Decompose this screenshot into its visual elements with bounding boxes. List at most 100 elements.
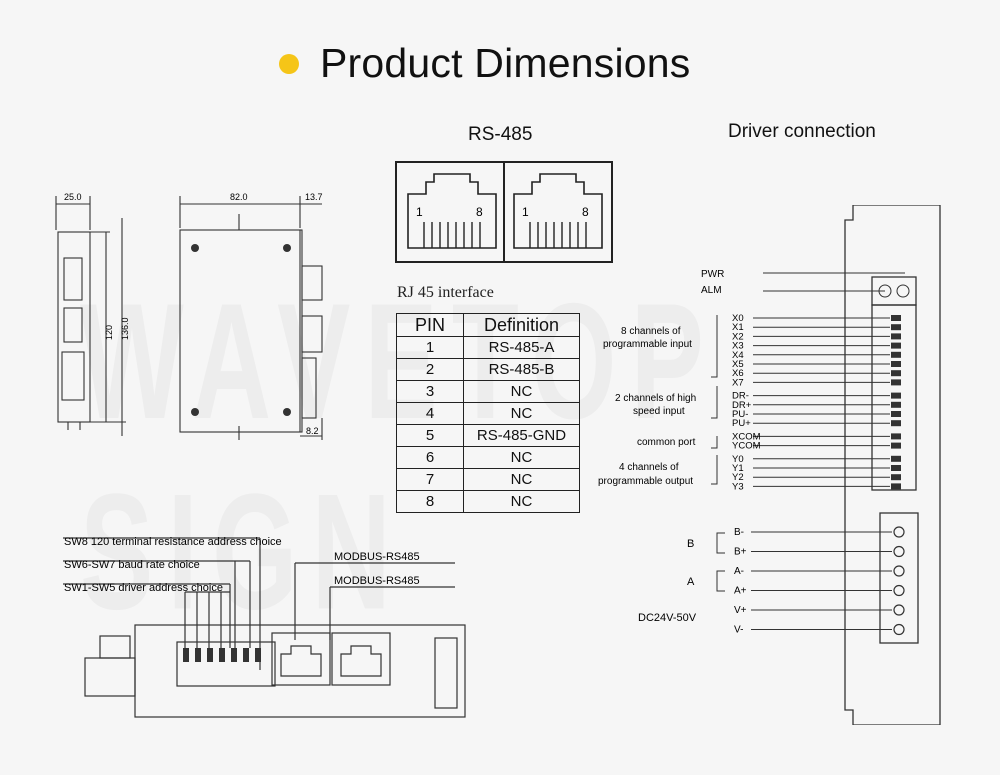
dim-front-width: 82.0 <box>230 192 248 202</box>
output-bracket <box>711 455 718 485</box>
port-right-pins <box>529 222 587 248</box>
terminal-screw-5 <box>893 623 905 636</box>
io-pin-hs_inputs-0 <box>891 392 901 399</box>
dim-bottom-offset: 8.2 <box>306 426 319 436</box>
io-label-inputs-3: X3 <box>732 341 744 352</box>
terminal-screw-2 <box>893 565 905 577</box>
dim-side-width: 25.0 <box>64 192 82 202</box>
io-pin-outputs-1 <box>891 465 901 471</box>
front-body <box>179 229 303 433</box>
io-label-inputs-5: X5 <box>732 359 744 370</box>
input-group-label-2: programmable input <box>603 339 692 350</box>
output-group-label-1: 4 channels of <box>619 462 679 473</box>
io-label-inputs-1: X1 <box>732 322 744 333</box>
pin-cell: 7 <box>396 468 464 491</box>
bullet-dot-icon <box>279 54 299 74</box>
io-pin-hs_inputs-3 <box>891 420 901 427</box>
motor-a-bracket <box>716 570 725 592</box>
front-side-block-1 <box>301 265 323 301</box>
port-left-pin-8: 8 <box>476 205 483 219</box>
title-bar: Product Dimensions <box>0 38 1000 88</box>
rs485-title: RS-485 <box>468 124 533 145</box>
io-pin-marks <box>891 315 901 490</box>
port-right-pin-8: 8 <box>582 205 589 219</box>
io-pin-outputs-3 <box>891 483 901 490</box>
page-title: Product Dimensions <box>320 40 691 86</box>
mount-holes <box>191 244 291 416</box>
io-label-inputs-6: X6 <box>732 368 744 379</box>
side-body <box>57 231 91 423</box>
terminal-label-4: V+ <box>734 605 747 616</box>
io-pin-hs_inputs-1 <box>891 401 901 408</box>
io-label-outputs-0: Y0 <box>732 454 744 465</box>
dimension-drawing: 25.0 82.0 13.7 120 136.0 8.2 <box>55 192 323 440</box>
driver-connection-title: Driver connection <box>728 121 876 142</box>
output-group-label-2: programmable output <box>598 476 693 487</box>
front-side-block-2 <box>301 315 323 353</box>
definition-cell: NC <box>463 402 580 425</box>
modbus-port-1-socket <box>280 645 322 677</box>
terminal-screw-3 <box>893 584 905 597</box>
terminal-screw-1 <box>893 545 905 558</box>
pwr-label: PWR <box>701 269 724 280</box>
pin-cell: 1 <box>396 336 464 359</box>
pin-cell: 8 <box>396 490 464 513</box>
port-right-pin-1: 1 <box>522 205 529 219</box>
rs485-ports-drawing: 1 8 1 8 <box>395 161 613 263</box>
io-label-hs_inputs-3: PU+ <box>732 418 751 429</box>
power-terminal-screws <box>893 526 905 636</box>
io-pin-inputs-2 <box>891 333 901 340</box>
io-label-hs_inputs-1: DR+ <box>732 400 752 411</box>
motor-b-bracket <box>716 532 725 554</box>
hs-bracket <box>711 386 718 419</box>
sw8-label: SW8 120 terminal resistance address choi… <box>64 536 282 548</box>
definition-cell: RS-485-A <box>463 336 580 359</box>
io-label-common-1: YCOM <box>732 441 761 452</box>
io-label-hs_inputs-2: PU- <box>732 409 748 420</box>
io-label-outputs-1: Y1 <box>732 463 744 474</box>
rj45-interface-title: RJ 45 interface <box>397 284 494 301</box>
io-label-inputs-2: X2 <box>732 331 744 342</box>
terminal-screw-4 <box>893 604 905 616</box>
terminal-label-5: V- <box>734 625 743 636</box>
front-side-block-3 <box>301 357 317 419</box>
definition-header: Definition <box>463 313 580 337</box>
port-left-outline <box>407 173 497 249</box>
pin-cell: 2 <box>396 358 464 381</box>
io-label-inputs-4: X4 <box>732 350 744 361</box>
pin-cell: 5 <box>396 424 464 447</box>
mount-hole-br <box>283 408 291 416</box>
input-bracket <box>711 315 718 378</box>
modbus-port-1 <box>271 632 331 686</box>
io-wire-lines <box>751 272 905 630</box>
io-pin-labels: X0X1X2X3X4X5X6X7DR-DR+PU-PU+XCOMYCOMY0Y1… <box>732 313 761 636</box>
mount-hole-bl <box>191 408 199 416</box>
io-pin-inputs-7 <box>891 379 901 386</box>
io-label-common-0: XCOM <box>732 431 761 442</box>
motor-a-label: A <box>687 576 695 588</box>
dim-height-inner: 120 <box>104 325 114 340</box>
terminal-screw-0 <box>893 526 905 538</box>
definition-cell: NC <box>463 446 580 469</box>
driver-body-outline <box>844 205 941 725</box>
io-pin-outputs-0 <box>891 455 901 462</box>
rj45-port-right <box>513 173 603 249</box>
definition-cell: NC <box>463 380 580 403</box>
pin-cell: 3 <box>396 380 464 403</box>
sw15-label: SW1-SW5 driver address choice <box>64 582 223 594</box>
io-label-outputs-3: Y3 <box>732 481 744 492</box>
io-pin-inputs-5 <box>891 361 901 367</box>
sw67-label: SW6-SW7 baud rate choice <box>64 559 200 571</box>
dip-switch-block <box>176 641 276 687</box>
io-pin-inputs-4 <box>891 351 901 358</box>
pin-cell: 6 <box>396 446 464 469</box>
mount-hole-tr <box>283 244 291 252</box>
io-pin-inputs-1 <box>891 324 901 331</box>
